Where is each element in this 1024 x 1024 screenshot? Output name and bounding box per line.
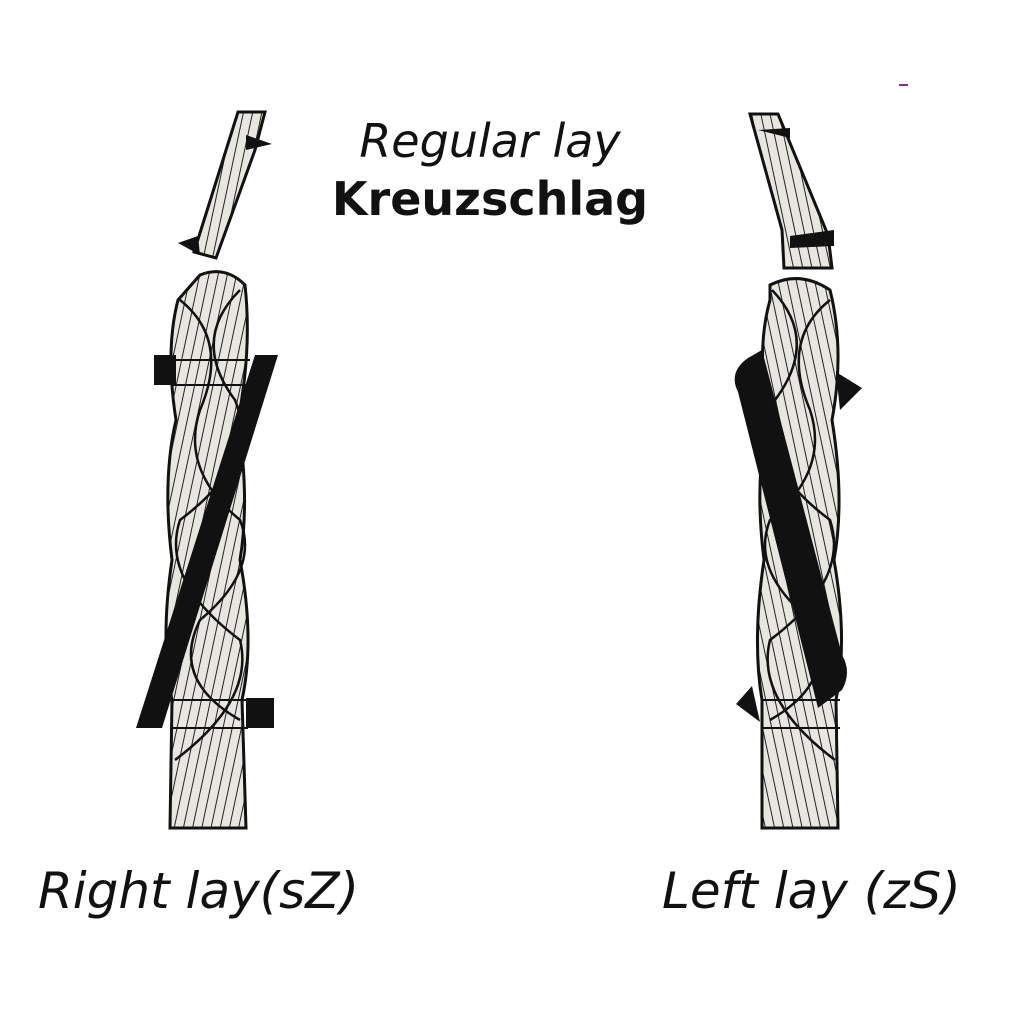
band-tab-bottom <box>736 686 760 722</box>
strand-tail <box>748 112 834 270</box>
strand-boundary <box>766 289 836 761</box>
band-tab-top <box>836 372 862 410</box>
title-kreuzschlag: Kreuzschlag <box>331 172 649 226</box>
strand-tail-tab <box>246 135 272 150</box>
lay-direction-band <box>734 350 847 708</box>
caption-left-lay: Left lay (zS) <box>662 862 961 920</box>
band-tab-top <box>154 355 176 385</box>
strand-tail-tab <box>790 230 834 248</box>
caption-right-lay: Right lay(sZ) <box>38 862 359 920</box>
title-regular-lay: Regular lay <box>359 114 621 168</box>
diagram-title: Regular lay Kreuzschlag <box>300 112 680 228</box>
lay-direction-band <box>136 355 278 728</box>
strand-tail-tab <box>758 128 790 138</box>
band-tab-bottom <box>246 698 274 728</box>
accent-dash <box>899 84 908 86</box>
strand-tail-tab <box>178 236 200 255</box>
strand-boundary <box>174 289 244 761</box>
strand-boundary <box>179 299 247 722</box>
